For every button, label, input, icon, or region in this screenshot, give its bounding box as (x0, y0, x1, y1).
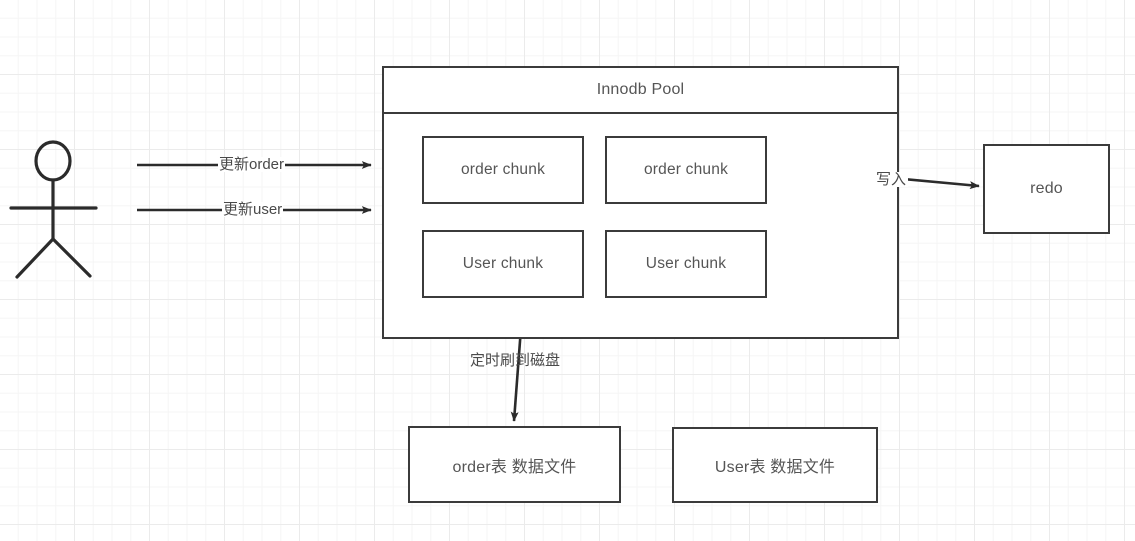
user-chunk-2[interactable]: User chunk (605, 230, 767, 298)
order-table-data-file-box[interactable]: order表 数据文件 (408, 426, 621, 503)
edge-label-update-user: 更新user (222, 201, 284, 218)
innodb-pool-title: Innodb Pool (384, 68, 897, 114)
user-chunk-1[interactable]: User chunk (422, 230, 584, 298)
edge-label-flush-disk: 定时刷到磁盘 (470, 352, 561, 369)
user-actor-figure (9, 140, 98, 279)
edge-label-write-redo: 写入 (874, 171, 909, 188)
order-chunk-1[interactable]: order chunk (422, 136, 584, 204)
user-table-data-file-box[interactable]: User表 数据文件 (672, 427, 878, 503)
edge-label-update-order: 更新order (218, 156, 286, 173)
order-chunk-2[interactable]: order chunk (605, 136, 767, 204)
redo-log-box[interactable]: redo (983, 144, 1110, 234)
